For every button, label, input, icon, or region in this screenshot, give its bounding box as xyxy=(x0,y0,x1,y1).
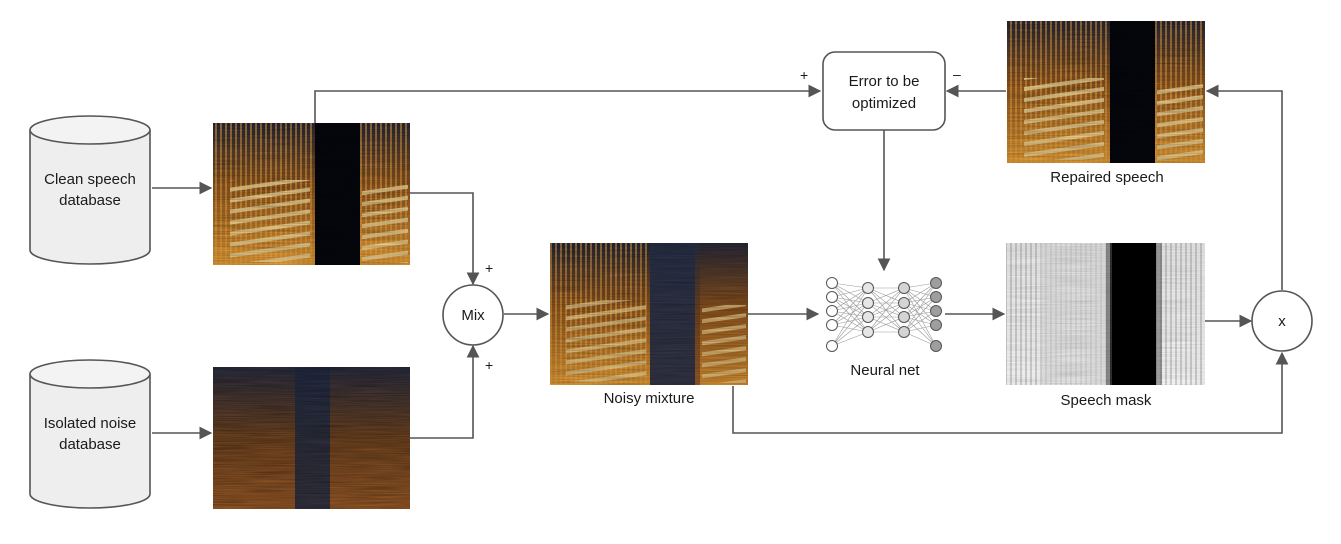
nn-edge xyxy=(831,287,869,312)
clean-db-label-line1: Clean speech xyxy=(44,171,136,188)
nn-edge xyxy=(831,296,869,333)
nn-node-layer-3 xyxy=(898,326,910,338)
nn-node-layer-3 xyxy=(898,282,910,294)
error-minus-sign: – xyxy=(953,66,961,82)
clean-speech-database: Clean speech database xyxy=(29,115,151,265)
nn-edge xyxy=(903,282,937,304)
nn-edge xyxy=(831,296,869,304)
nn-edge xyxy=(903,296,937,333)
speech-mask-image xyxy=(1006,243,1205,385)
nn-node-layer-3 xyxy=(898,297,910,309)
repaired-speech-caption: Repaired speech xyxy=(1050,169,1163,186)
noise-db-label-line2: database xyxy=(59,436,121,453)
nn-edge xyxy=(903,287,937,312)
nn-edge xyxy=(867,302,905,333)
noise-spectrogram xyxy=(213,367,410,509)
nn-node-layer-2 xyxy=(862,311,874,323)
clean-db-label-line2: database xyxy=(59,192,121,209)
mix-plus-bottom: + xyxy=(485,357,493,373)
error-label-line2: optimized xyxy=(852,95,916,112)
nn-node-layer-1 xyxy=(826,305,838,317)
edge-noisy-to-multiply xyxy=(732,351,1289,434)
nn-edge xyxy=(903,282,937,318)
connectors xyxy=(152,84,1289,440)
nn-edge xyxy=(867,287,905,304)
clean-speech-spectrogram xyxy=(213,123,410,265)
nn-node-layer-2 xyxy=(862,297,874,309)
repaired-speech-spectrogram xyxy=(1007,21,1205,163)
nn-edge xyxy=(831,282,869,304)
nn-edge xyxy=(831,287,869,347)
nn-edge xyxy=(831,302,869,326)
mix-node: Mix xyxy=(442,284,504,346)
nn-node-layer-1 xyxy=(826,277,838,289)
edge-noise-spec-to-mix xyxy=(410,344,480,439)
nn-edge xyxy=(831,324,869,333)
edge-multiply-to-repaired xyxy=(1205,84,1283,290)
nn-edge xyxy=(903,302,937,347)
nn-edge xyxy=(831,316,869,347)
nn-edge xyxy=(903,287,937,326)
nn-edge xyxy=(831,302,869,347)
mix-plus-top: + xyxy=(485,260,493,276)
nn-node-layer-1 xyxy=(826,319,838,331)
nn-edge xyxy=(867,287,905,333)
nn-node-layer-4 xyxy=(930,291,942,303)
nn-node-layer-3 xyxy=(898,311,910,323)
nn-edge xyxy=(831,282,869,289)
speech-mask-caption: Speech mask xyxy=(1061,392,1152,409)
nn-node-layer-4 xyxy=(930,340,942,352)
error-plus-sign: + xyxy=(800,67,808,83)
nn-node-layer-4 xyxy=(930,305,942,317)
noisy-mixture-caption: Noisy mixture xyxy=(604,390,695,407)
nn-node-layer-4 xyxy=(930,319,942,331)
nn-edge xyxy=(903,282,937,333)
nn-node-layer-4 xyxy=(930,277,942,289)
nn-edge xyxy=(831,310,869,333)
mix-label: Mix xyxy=(461,307,485,324)
nn-node-layer-1 xyxy=(826,291,838,303)
nn-edge xyxy=(903,310,937,333)
nn-edge xyxy=(903,316,937,347)
noise-db-label-line1: Isolated noise xyxy=(44,415,137,432)
multiply-label: x xyxy=(1278,313,1286,330)
nn-edge xyxy=(831,287,869,326)
nn-edge xyxy=(903,287,937,347)
nn-edge xyxy=(831,331,869,347)
error-label-line1: Error to be xyxy=(849,73,920,90)
nn-edge xyxy=(831,287,869,298)
nn-edge xyxy=(867,287,905,318)
edge-clean-spec-to-mix xyxy=(410,192,480,286)
nn-edge xyxy=(831,282,869,333)
error-box: Error to be optimized xyxy=(822,51,946,131)
edge-clean-spec-to-error xyxy=(314,84,822,123)
nn-edge xyxy=(831,316,869,326)
nn-edge xyxy=(867,316,905,333)
isolated-noise-database: Isolated noise database xyxy=(29,359,151,509)
noisy-mixture-spectrogram xyxy=(550,243,748,385)
nn-node-layer-2 xyxy=(862,326,874,338)
nn-node-layer-2 xyxy=(862,282,874,294)
nn-node-layer-1 xyxy=(826,340,838,352)
multiply-node: x xyxy=(1251,290,1313,352)
neural-net-icon xyxy=(826,277,942,352)
nn-edge xyxy=(831,302,869,312)
neural-net-caption: Neural net xyxy=(850,362,920,379)
